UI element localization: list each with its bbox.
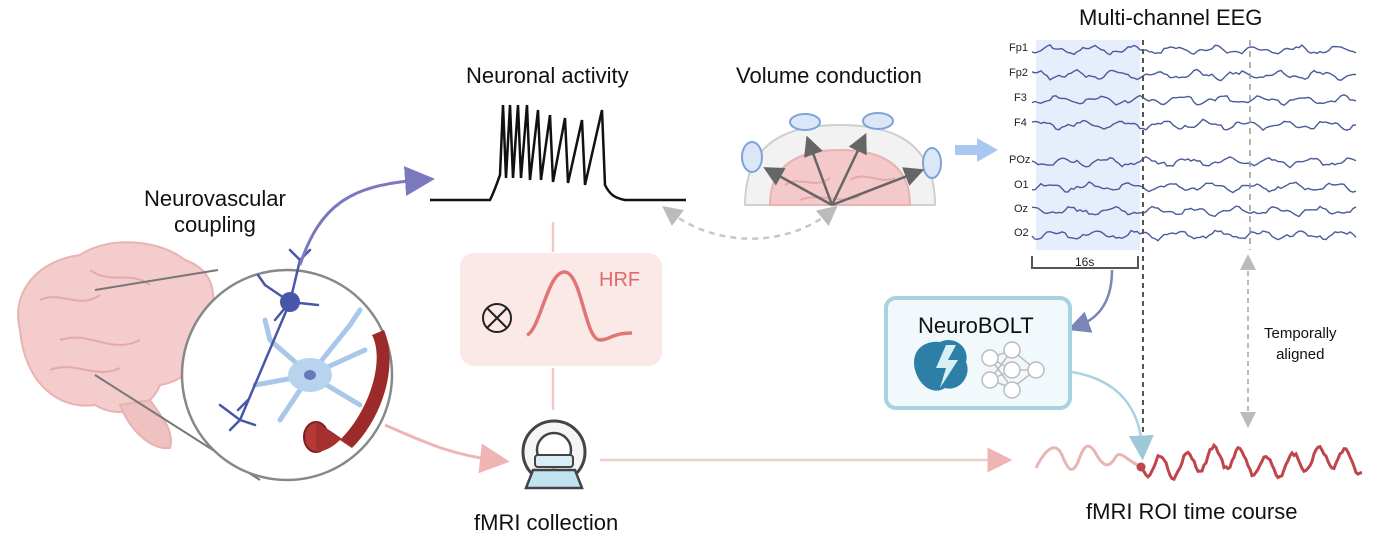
eeg-channel-trace xyxy=(1031,118,1357,132)
neuron-astrocyte-vessel-illustration xyxy=(218,248,390,453)
fmri-roi-label: fMRI ROI time course xyxy=(1086,499,1298,524)
neurovascular-line-2: coupling xyxy=(173,212,256,237)
eeg-channel-label: O1 xyxy=(1014,179,1029,191)
eeg-channel-label: Oz xyxy=(1014,203,1029,215)
temporally-aligned-line-2: aligned xyxy=(1276,346,1325,363)
hrf-label: HRF xyxy=(599,269,641,291)
side-brain-illustration xyxy=(17,241,215,450)
zoom-line-top xyxy=(94,269,219,291)
eeg-channel-label: POz xyxy=(1009,154,1031,166)
eeg-traces xyxy=(1031,44,1357,242)
hrf-curve xyxy=(525,270,633,342)
eeg-channel-trace xyxy=(1031,44,1357,56)
eeg-channel-trace xyxy=(1031,156,1357,169)
head-to-eeg-arrow xyxy=(955,138,998,162)
neurovascular-arrow xyxy=(298,166,435,266)
eeg-channel-label: Fp1 xyxy=(1009,42,1028,54)
mri-scanner-icon xyxy=(521,419,587,490)
window-bracket xyxy=(1031,256,1139,269)
fmri-collection-label: fMRI collection xyxy=(474,510,619,535)
fmri-current-point xyxy=(1136,462,1146,472)
window-duration-label: 16s xyxy=(1075,255,1095,269)
eeg-channel-trace xyxy=(1031,94,1357,107)
neurobolt-to-fmri-arrow xyxy=(1071,370,1154,461)
eeg-channel-label: O2 xyxy=(1014,227,1029,239)
neuronal-activity-label: Neuronal activity xyxy=(466,63,629,88)
vessel-to-fmri-arrow xyxy=(384,423,510,474)
neurovascular-line-1: Neurovascular xyxy=(144,186,286,211)
eeg-channel-trace xyxy=(1031,181,1357,194)
neurobolt-label: NeuroBOLT xyxy=(918,313,1034,338)
fmri-trace-predicted xyxy=(1139,442,1363,482)
neurovascular-label: Neurovascular coupling xyxy=(144,186,286,238)
head-volume-conduction-illustration xyxy=(741,112,942,207)
eeg-to-neurobolt-arrow xyxy=(1067,269,1114,333)
temporally-aligned-line-1: Temporally xyxy=(1264,325,1337,342)
eeg-channel-trace xyxy=(1031,229,1357,242)
eeg-channel-trace xyxy=(1031,205,1357,218)
lightning-brain-icon xyxy=(914,340,968,391)
eeg-channel-trace xyxy=(1031,68,1357,82)
eeg-title: Multi-channel EEG xyxy=(1079,5,1263,30)
eeg-channel-label: F4 xyxy=(1014,117,1027,129)
eeg-channel-label: F3 xyxy=(1014,92,1027,104)
zoom-circle xyxy=(180,268,394,482)
temporally-aligned-label: Temporally aligned xyxy=(1264,323,1337,365)
volume-conduction-label: Volume conduction xyxy=(736,63,922,88)
neural-network-icon xyxy=(981,341,1045,399)
volume-conduction-dashed-arrow xyxy=(662,205,838,240)
neuronal-spike-trace xyxy=(430,104,686,202)
eeg-channel-label: Fp2 xyxy=(1009,67,1028,79)
fmri-trace-past xyxy=(1034,444,1141,471)
eeg-window-highlight xyxy=(1036,40,1140,250)
circled-times-icon xyxy=(482,303,512,333)
